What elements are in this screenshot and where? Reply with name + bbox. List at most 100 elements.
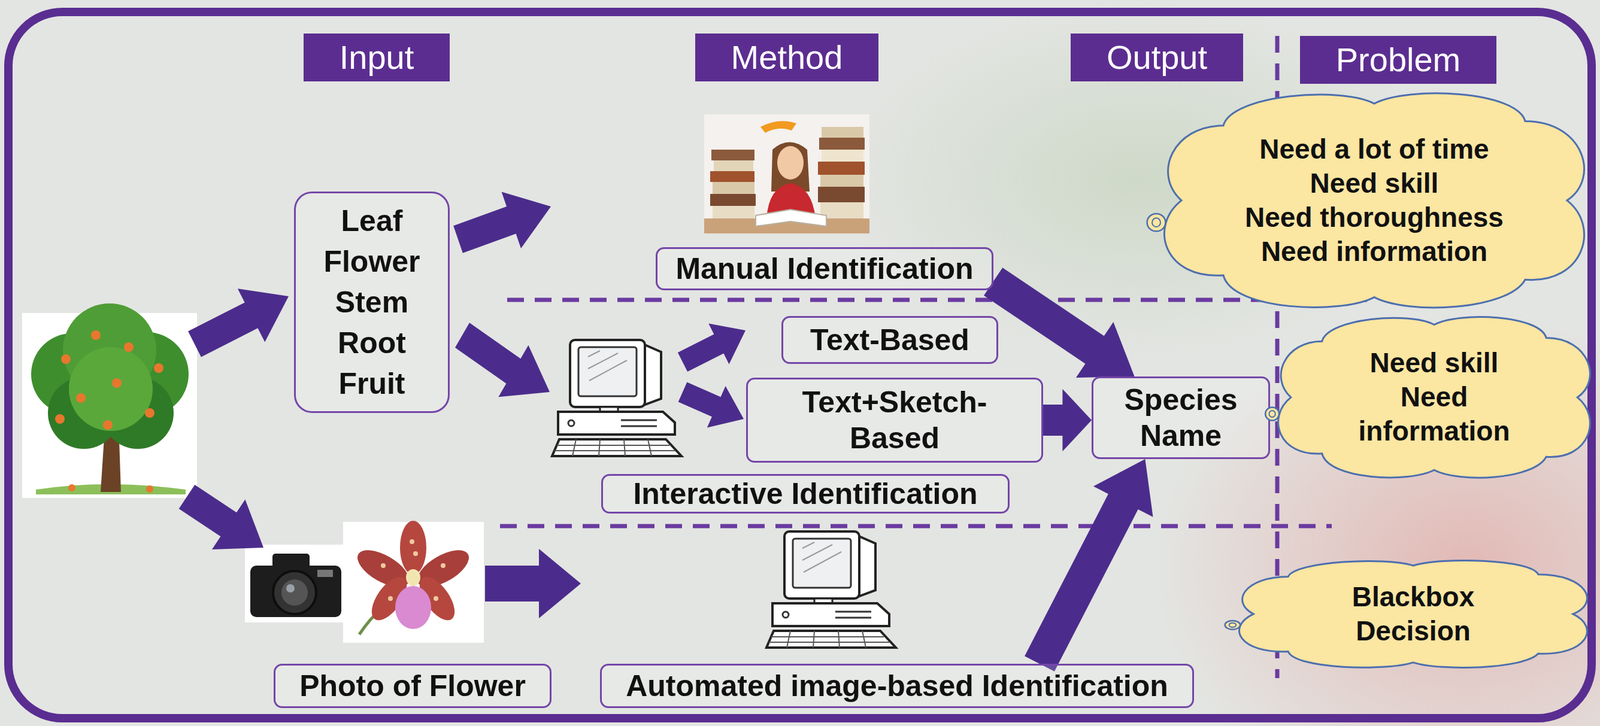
book bbox=[713, 160, 754, 172]
flower-column bbox=[405, 569, 421, 587]
photo-ground bbox=[244, 544, 347, 623]
study-photo bbox=[704, 114, 870, 234]
problem-cloud: Need skillNeed information bbox=[1278, 314, 1590, 481]
block-arrow bbox=[485, 549, 581, 619]
flower-photo bbox=[343, 520, 484, 644]
fruit bbox=[102, 420, 113, 430]
cloud-curl bbox=[1225, 620, 1241, 630]
cloud-outline bbox=[1239, 559, 1587, 670]
petal-spot bbox=[388, 596, 393, 602]
camera-flash bbox=[317, 570, 333, 578]
cloud-curl bbox=[1229, 623, 1237, 628]
face bbox=[777, 146, 804, 180]
fruit bbox=[76, 393, 86, 403]
open-book bbox=[755, 209, 827, 227]
block-arrow bbox=[179, 485, 264, 550]
book bbox=[821, 126, 864, 138]
node-text: Output bbox=[1106, 37, 1208, 78]
node-text: Blackbox Decision bbox=[1335, 580, 1492, 649]
node-text: Need skill bbox=[1310, 166, 1439, 201]
dashed-separator bbox=[500, 524, 1332, 529]
lamp bbox=[760, 120, 797, 133]
column-header: Output bbox=[1070, 33, 1244, 82]
cloud-shape bbox=[1278, 317, 1591, 479]
petal-spot bbox=[409, 539, 415, 545]
petal-spot bbox=[380, 563, 386, 569]
node-text: Fruit bbox=[323, 363, 420, 405]
node-text: Text-Based bbox=[810, 322, 970, 359]
node-text: Need skill bbox=[1338, 346, 1530, 381]
node-text: Photo of Flower bbox=[299, 668, 526, 705]
flow-arrow bbox=[983, 267, 1135, 378]
book bbox=[821, 149, 864, 162]
petal-spot bbox=[413, 551, 418, 557]
method-box: Automated image-based Identification bbox=[600, 664, 1195, 709]
cloud-shape bbox=[1164, 93, 1584, 308]
fruit bbox=[55, 414, 65, 424]
node-text: Text+Sketch-Based bbox=[765, 384, 1024, 457]
node-text: Problem bbox=[1335, 39, 1462, 81]
book bbox=[711, 149, 755, 161]
flower-lip bbox=[395, 586, 432, 630]
block-arrow bbox=[453, 192, 551, 254]
block-arrow bbox=[455, 322, 550, 398]
block-arrow bbox=[677, 323, 746, 373]
input-box: Photo of Flower bbox=[273, 664, 552, 709]
fruit bbox=[153, 363, 164, 374]
node-text: Stem bbox=[323, 282, 420, 323]
lens-glint bbox=[286, 584, 295, 593]
cloud-curl bbox=[1265, 407, 1280, 421]
method-box: Manual Identification bbox=[655, 247, 993, 291]
camera-body bbox=[250, 565, 342, 618]
computer-icon bbox=[552, 340, 682, 457]
node-text: Manual Identification bbox=[675, 250, 974, 287]
book bbox=[820, 174, 864, 187]
fruit bbox=[91, 330, 101, 341]
tree-crown bbox=[68, 347, 153, 432]
book bbox=[817, 186, 865, 203]
cloud-shape bbox=[1239, 560, 1588, 668]
column-header: Input bbox=[303, 33, 451, 82]
book bbox=[710, 194, 756, 206]
method-box: Text-Based bbox=[781, 316, 999, 365]
node-text: Interactive Identification bbox=[632, 476, 978, 512]
block-arrow bbox=[678, 382, 744, 429]
cloud-curl bbox=[1152, 217, 1161, 227]
camera-icon bbox=[244, 544, 347, 623]
block-arrow bbox=[188, 288, 289, 357]
petal-spot bbox=[440, 563, 446, 569]
column-header: Problem bbox=[1300, 35, 1498, 84]
node-text: Automated image-based Identification bbox=[625, 668, 1169, 705]
problem-cloud: Need a lot of timeNeed skillNeed thoroug… bbox=[1164, 90, 1584, 311]
node-text: Flower bbox=[323, 241, 420, 283]
book bbox=[819, 137, 865, 150]
fruit bbox=[111, 378, 122, 389]
node-text: Need thoroughness bbox=[1244, 200, 1504, 235]
fruit bbox=[68, 484, 76, 492]
photo-ground bbox=[343, 522, 484, 644]
node-text: Method bbox=[731, 37, 844, 78]
node-text: Need a lot of time bbox=[1259, 132, 1489, 167]
cloud-outline bbox=[1164, 90, 1584, 311]
cloud-curl bbox=[1147, 213, 1166, 232]
cloud-curl bbox=[1268, 410, 1275, 418]
dashed-separator bbox=[507, 298, 1368, 303]
photo-ground bbox=[704, 114, 870, 234]
fruit bbox=[123, 342, 134, 353]
book bbox=[710, 171, 755, 183]
flow-arrow bbox=[1024, 459, 1153, 672]
book bbox=[712, 205, 755, 219]
flow-arrow bbox=[1043, 389, 1092, 452]
problem-cloud: Blackbox Decision bbox=[1239, 559, 1587, 670]
fruit bbox=[146, 485, 154, 493]
book bbox=[817, 161, 865, 175]
tree-illustration bbox=[22, 303, 198, 499]
camera-lens bbox=[281, 579, 308, 606]
fruit bbox=[61, 354, 71, 365]
node-text: Need information bbox=[1338, 380, 1530, 449]
petal bbox=[400, 520, 427, 575]
computer-icon bbox=[766, 531, 896, 648]
input-parts-box: LeafFlowerStemRootFruit bbox=[294, 191, 450, 414]
fruit bbox=[144, 408, 155, 418]
